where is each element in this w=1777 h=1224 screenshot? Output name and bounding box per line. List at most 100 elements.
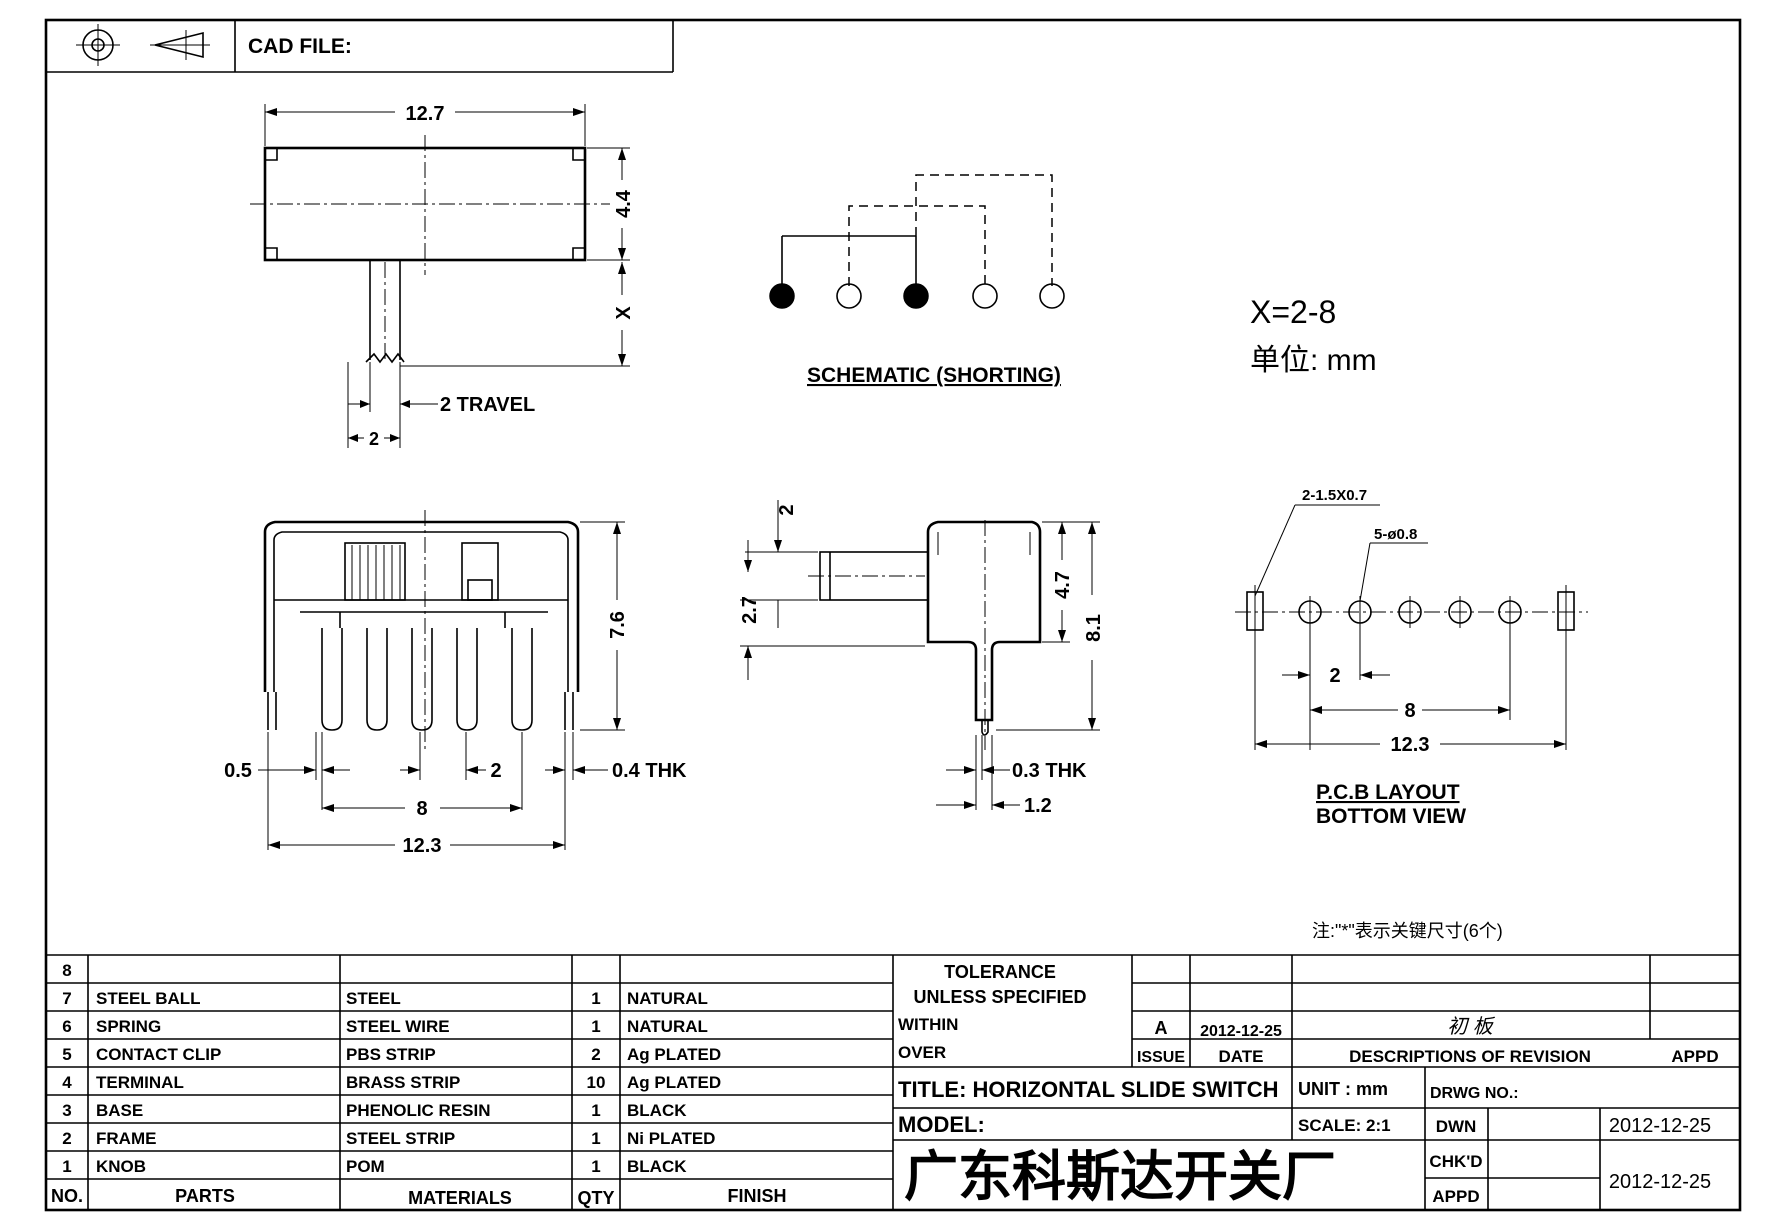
dim-shaft-length: X	[613, 306, 635, 320]
date-label: DATE	[1218, 1047, 1263, 1066]
dim-knob-width: 2	[369, 429, 379, 449]
dim-front-height: 7.6	[607, 611, 629, 639]
issue-value: A	[1155, 1018, 1168, 1038]
unit-label: UNIT : mm	[1298, 1079, 1388, 1099]
parts-cell-finish: BLACK	[627, 1101, 687, 1120]
parts-cell-no: 5	[62, 1045, 71, 1064]
parts-cell-no: 8	[62, 961, 71, 980]
issue-label: ISSUE	[1137, 1049, 1185, 1066]
drawing-number-label: DRWG NO.:	[1430, 1085, 1519, 1102]
header-qty: QTY	[577, 1188, 614, 1208]
dim-pitch: 2	[490, 760, 501, 782]
dim-total-width: 12.3	[403, 835, 442, 857]
unit-note: 单位: mm	[1250, 344, 1377, 377]
pcb-caption-1: P.C.B LAYOUT	[1316, 781, 1460, 804]
parts-cell-qty: 2	[591, 1045, 600, 1064]
parts-cell-part: FRAME	[96, 1129, 156, 1148]
header-block: CAD FILE:	[46, 20, 674, 73]
parts-table-row: 8	[62, 961, 71, 980]
parts-cell-qty: 1	[591, 1157, 600, 1176]
parts-cell-part: KNOB	[96, 1157, 146, 1176]
parts-cell-no: 1	[62, 1157, 71, 1176]
front-view: 7.6 0.5 2 0.4 THK 8 12.3	[224, 510, 687, 857]
parts-cell-qty: 1	[591, 989, 600, 1008]
parts-cell-material: STEEL WIRE	[346, 1017, 450, 1036]
parts-cell-material: STEEL STRIP	[346, 1129, 455, 1148]
schematic-pin-5	[1039, 283, 1065, 309]
parts-cell-no: 2	[62, 1129, 71, 1148]
parts-cell-part: TERMINAL	[96, 1073, 184, 1092]
parts-cell-material: PBS STRIP	[346, 1045, 436, 1064]
dim-pin-offset: 0.5	[224, 760, 252, 782]
key-dimension-note: 注:"*"表示关键尺寸(6个)	[1312, 921, 1503, 941]
parts-table-row: 2 FRAME STEEL STRIP 1 Ni PLATED	[62, 1129, 715, 1148]
dim-side-body: 4.7	[1052, 571, 1074, 599]
scale-label: SCALE: 2:1	[1298, 1116, 1391, 1135]
dim-top-width: 12.7	[406, 103, 445, 125]
schematic-pin-3	[903, 283, 929, 309]
parts-table-row: 3 BASE PHENOLIC RESIN 1 BLACK	[62, 1101, 687, 1120]
pcb-hole-label: 5-ø0.8	[1374, 526, 1417, 543]
schematic-pin-4	[972, 283, 998, 309]
dim-side-knob-offset: 2.7	[739, 596, 761, 624]
first-angle-projection-icon	[76, 24, 210, 66]
parts-cell-qty: 1	[591, 1017, 600, 1036]
header-materials: MATERIALS	[408, 1188, 512, 1208]
parts-cell-finish: BLACK	[627, 1157, 687, 1176]
parts-cell-qty: 10	[587, 1073, 606, 1092]
parts-cell-no: 4	[62, 1073, 72, 1092]
dim-pin-span: 8	[416, 798, 427, 820]
tolerance-label-2: UNLESS SPECIFIED	[913, 987, 1086, 1007]
schematic: SCHEMATIC (SHORTING)	[769, 174, 1065, 387]
parts-cell-part: CONTACT CLIP	[96, 1045, 221, 1064]
within-label: WITHIN	[898, 1015, 958, 1034]
drawing-title: TITLE: HORIZONTAL SLIDE SWITCH	[898, 1077, 1279, 1102]
over-label: OVER	[898, 1043, 946, 1062]
schematic-pin-1	[769, 283, 795, 309]
dim-side-total: 8.1	[1083, 614, 1105, 642]
top-view: 12.7 4.4 X 2 TRAVEL 2	[250, 103, 635, 449]
pcb-slot-label: 2-1.5X0.7	[1302, 487, 1367, 504]
parts-cell-part: BASE	[96, 1101, 143, 1120]
pcb-span: 8	[1404, 700, 1415, 722]
dim-side-pin-width: 1.2	[1024, 795, 1052, 817]
parts-cell-finish: NATURAL	[627, 1017, 708, 1036]
parts-cell-material: POM	[346, 1157, 385, 1176]
chkd-label: CHK'D	[1429, 1152, 1482, 1171]
header-finish: FINISH	[727, 1186, 786, 1206]
parts-cell-material: STEEL	[346, 989, 401, 1008]
issue-date: 2012-12-25	[1200, 1023, 1282, 1040]
parts-cell-finish: Ni PLATED	[627, 1129, 715, 1148]
header-parts: PARTS	[175, 1186, 235, 1206]
title-block: TOLERANCE UNLESS SPECIFIED WITHIN OVER A…	[893, 955, 1740, 1210]
dwn-date: 2012-12-25	[1609, 1115, 1711, 1137]
pcb-caption-2: BOTTOM VIEW	[1316, 805, 1466, 828]
cad-file-label: CAD FILE:	[248, 35, 352, 58]
company-name: 广东科斯达开关厂	[904, 1147, 1336, 1207]
header-no: NO.	[51, 1186, 83, 1206]
parts-cell-no: 6	[62, 1017, 71, 1036]
pcb-pitch: 2	[1329, 665, 1340, 687]
parts-cell-material: PHENOLIC RESIN	[346, 1101, 491, 1120]
dim-pin-thickness: 0.4 THK	[612, 760, 687, 782]
schematic-caption: SCHEMATIC (SHORTING)	[807, 364, 1061, 387]
parts-cell-no: 7	[62, 989, 71, 1008]
dim-travel: 2 TRAVEL	[440, 394, 535, 416]
appd-date: 2012-12-25	[1609, 1171, 1711, 1193]
parts-cell-part: STEEL BALL	[96, 989, 201, 1008]
parts-cell-qty: 1	[591, 1129, 600, 1148]
parts-cell-no: 3	[62, 1101, 71, 1120]
dim-top-height: 4.4	[613, 189, 635, 218]
parts-cell-qty: 1	[591, 1101, 600, 1120]
tolerance-label-1: TOLERANCE	[944, 962, 1056, 982]
schematic-pin-2	[836, 283, 862, 309]
dim-side-pin-thk: 0.3 THK	[1012, 760, 1087, 782]
parts-cell-finish: NATURAL	[627, 989, 708, 1008]
appd-label: APPD	[1432, 1187, 1479, 1206]
dwn-label: DWN	[1436, 1117, 1477, 1136]
side-view: 2 2.7 4.7 8.1 0.3 THK	[739, 500, 1105, 817]
